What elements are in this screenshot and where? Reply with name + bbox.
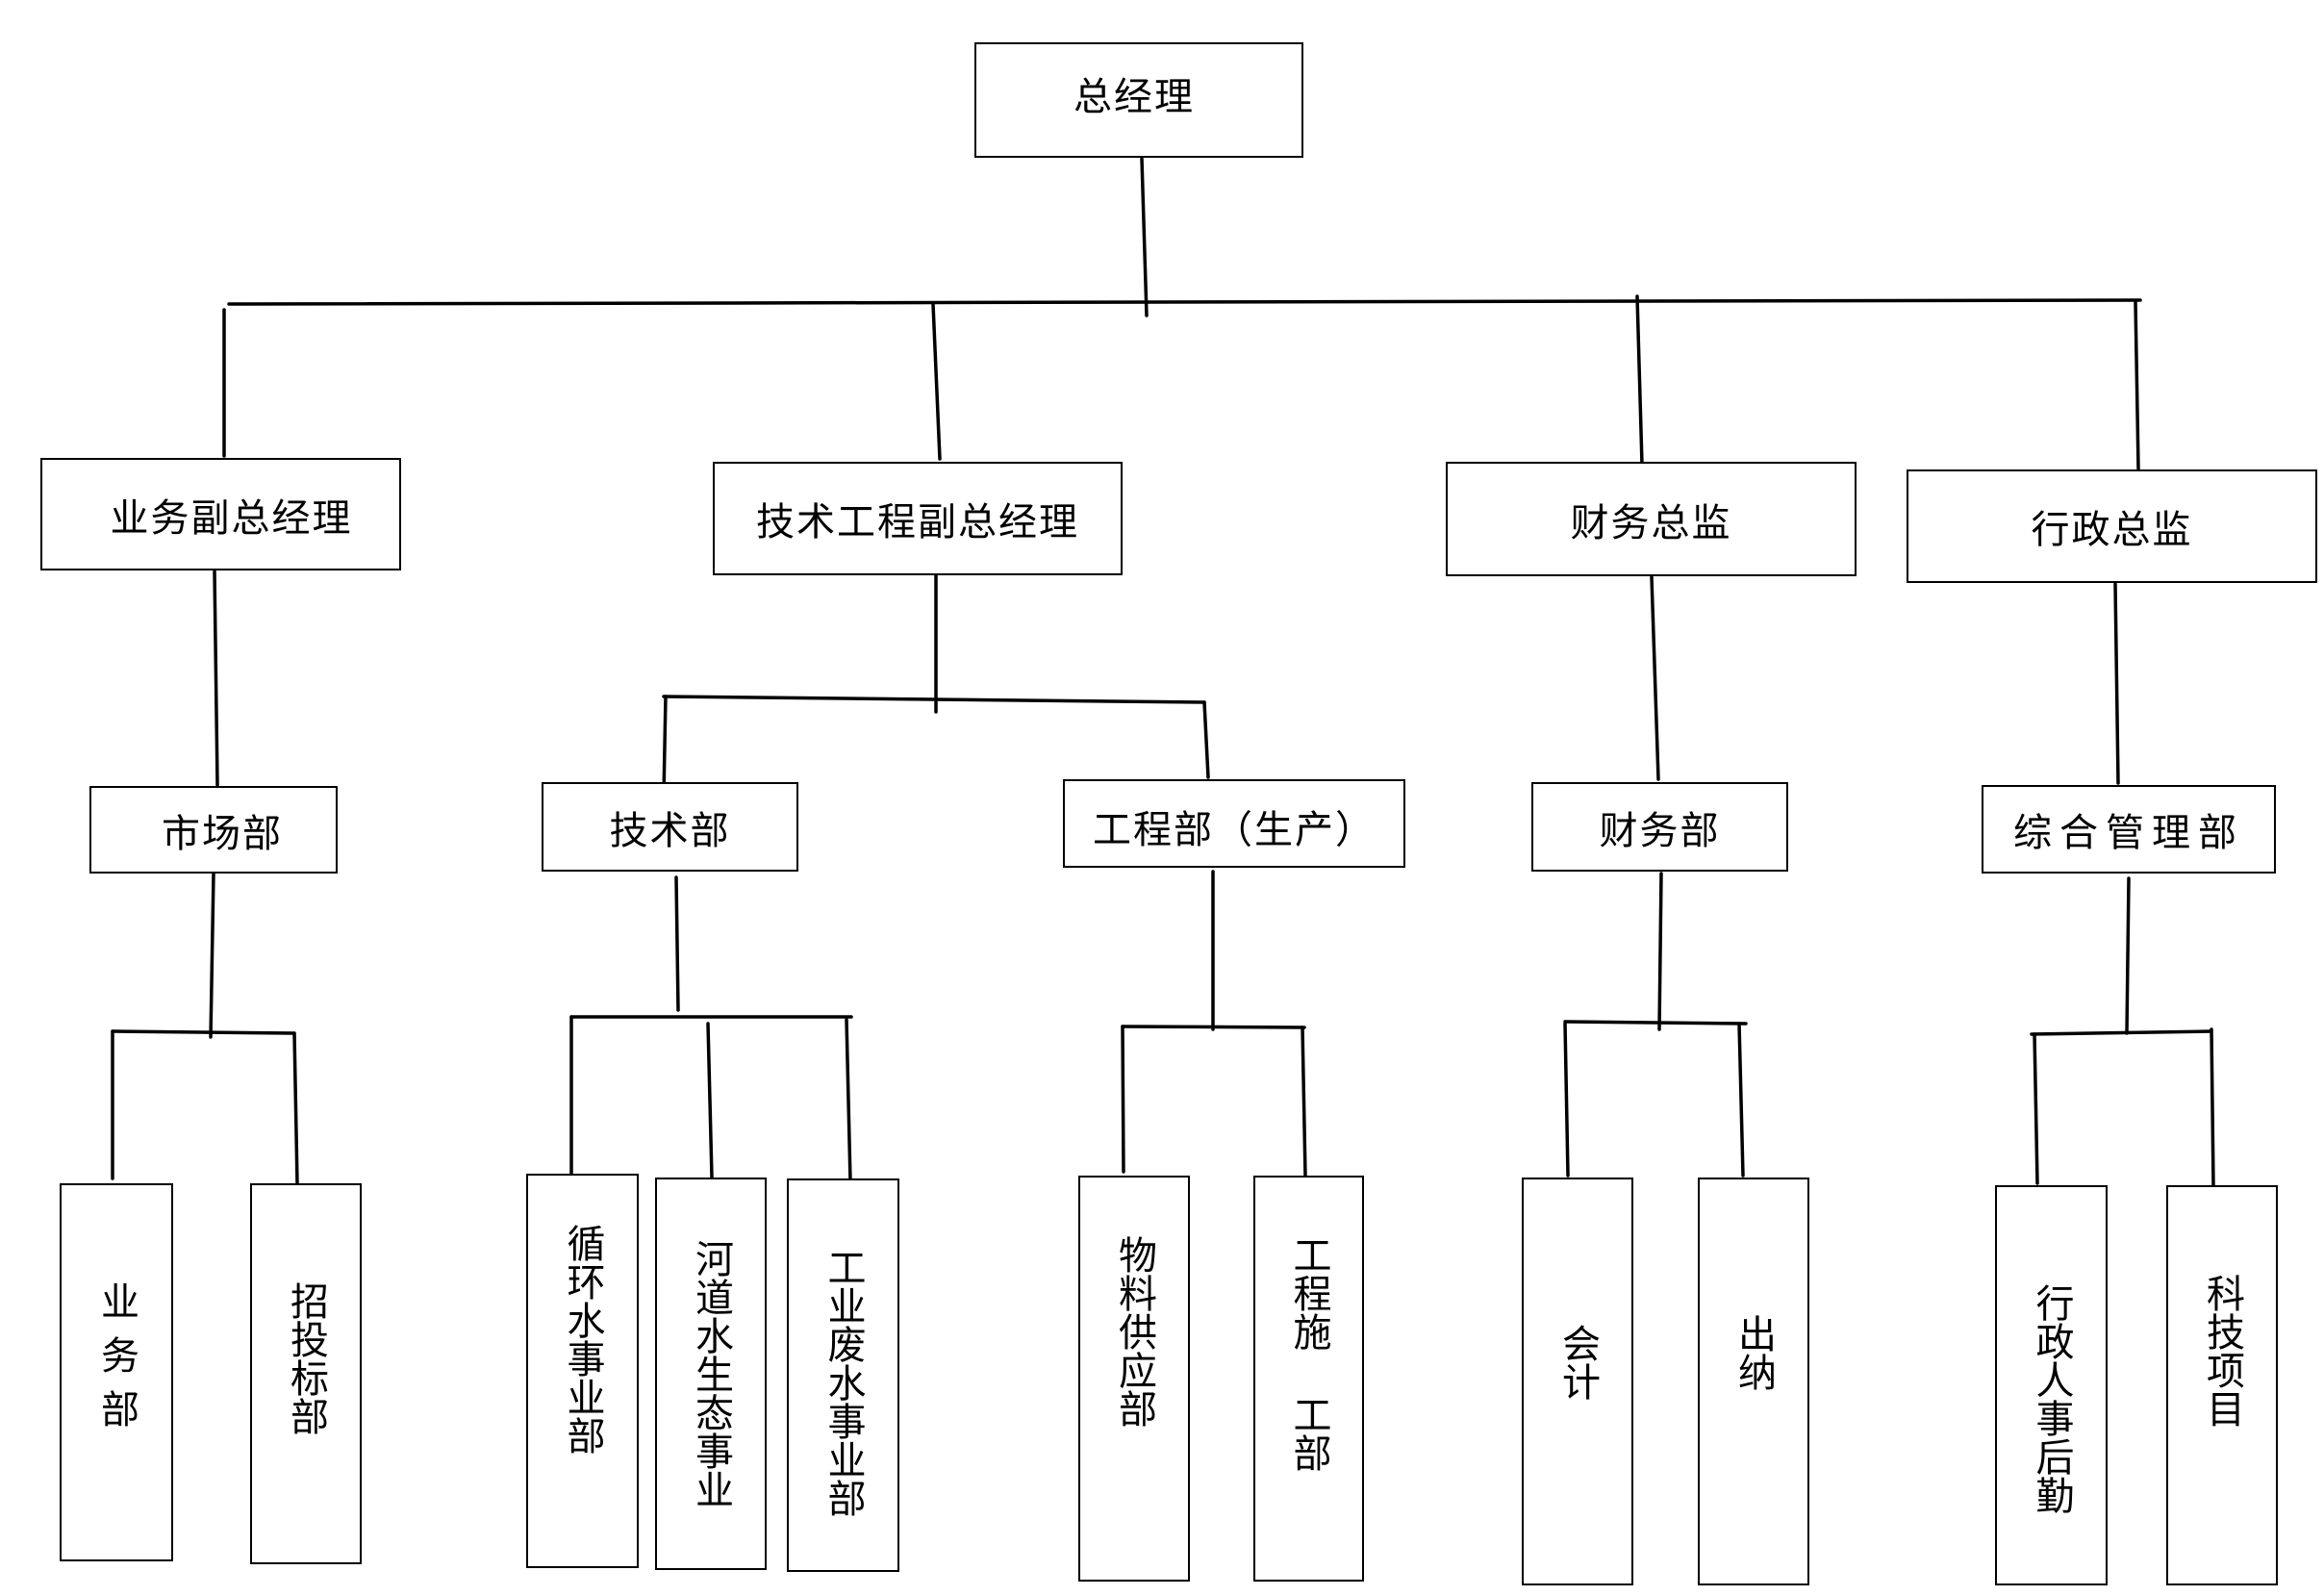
- box-hr-logistics-unit: 行政人事后勤: [1995, 1185, 2108, 1585]
- box-cashier-unit: 出纳: [1698, 1178, 1809, 1585]
- label-circulating-water-unit: 循环水事业部: [560, 1224, 605, 1455]
- box-tech-dept: 技术部: [542, 782, 798, 872]
- label-river-ecology-unit: 河道水生态事业: [689, 1239, 733, 1508]
- label-engineering-dept: 工程部（生产）: [1093, 808, 1376, 852]
- box-business-unit: 业务部: [60, 1183, 173, 1561]
- connector-market-bus: [111, 1029, 296, 1035]
- box-construction-unit: 工程施 工部: [1253, 1176, 1364, 1582]
- connector-bus-admin: [2134, 300, 2140, 470]
- connector-general-mgmt-bus-hr: [2033, 1032, 2039, 1185]
- label-market-dept: 市场部: [162, 811, 283, 856]
- label-sci-tech-unit: 科技项目: [2200, 1274, 2244, 1428]
- connector-admin-dept-link: [2113, 582, 2120, 785]
- label-finance-dept: 财务部: [1599, 808, 1721, 853]
- connector-general-mgmt-bus-scitech: [2210, 1027, 2215, 1187]
- connector-general-mgmt-down: [2125, 876, 2131, 1035]
- label-accounting-unit: 会计: [1555, 1324, 1600, 1401]
- connector-top-bus: [227, 298, 2142, 306]
- connector-tech-vp-bus: [662, 695, 1206, 704]
- connector-tech-down: [674, 875, 680, 1012]
- label-admin-director: 行政总监: [2031, 508, 2193, 552]
- box-business-vp: 业务副总经理: [40, 458, 401, 570]
- connector-engineering-bus-construction: [1301, 1026, 1307, 1178]
- box-engineering-dept: 工程部（生产）: [1063, 779, 1405, 868]
- connector-engineering-bus: [1121, 1025, 1306, 1029]
- box-circulating-water-unit: 循环水事业部: [526, 1174, 639, 1568]
- connector-bus-tech-vp: [931, 302, 942, 461]
- box-finance-director: 财务总监: [1446, 462, 1857, 576]
- label-general-mgmt-dept: 综合管理部: [2013, 811, 2244, 855]
- box-market-dept: 市场部: [89, 786, 338, 874]
- connector-tech-vp-bus-tech: [662, 695, 668, 798]
- box-river-ecology-unit: 河道水生态事业: [655, 1178, 767, 1570]
- connector-tech-bus-industrial: [845, 1018, 852, 1183]
- label-finance-director: 财务总监: [1570, 500, 1732, 545]
- box-general-manager: 总经理: [974, 42, 1303, 158]
- connector-market-down: [209, 872, 215, 1039]
- label-hr-logistics-unit: 行政人事后勤: [2029, 1283, 2074, 1514]
- connector-market-bus-bidding: [292, 1031, 299, 1185]
- box-finance-dept: 财务部: [1531, 782, 1788, 872]
- box-bidding-unit: 招投标部: [250, 1183, 362, 1564]
- label-business-unit: 业务部: [94, 1281, 139, 1443]
- box-tech-vp: 技术工程副总经理: [713, 462, 1123, 575]
- label-cashier-unit: 出纳: [1731, 1314, 1776, 1391]
- box-material-supply-unit: 物料供应部: [1078, 1176, 1190, 1582]
- connector-tech-bus-river: [706, 1022, 714, 1179]
- box-accounting-unit: 会计: [1522, 1178, 1633, 1585]
- box-admin-director: 行政总监: [1907, 469, 2317, 583]
- connector-finance-bus: [1563, 1020, 1748, 1026]
- connector-bus-finance: [1635, 294, 1644, 467]
- label-construction-unit: 工程施 工部: [1286, 1235, 1331, 1472]
- label-bidding-unit: 招投标部: [284, 1281, 328, 1435]
- connector-finance-dept-link: [1650, 575, 1660, 781]
- connector-tech-vp-bus-engineering: [1202, 700, 1210, 779]
- box-sci-tech-unit: 科技项目: [2166, 1185, 2278, 1585]
- connector-general-mgmt-bus: [2030, 1029, 2213, 1036]
- box-general-mgmt-dept: 综合管理部: [1982, 785, 2276, 874]
- label-general-manager: 总经理: [1074, 75, 1195, 119]
- label-industrial-wastewater-unit: 工业废水事业部: [821, 1248, 866, 1517]
- connector-root-down: [1140, 157, 1149, 317]
- connector-engineering-bus-material: [1121, 1025, 1125, 1174]
- label-tech-vp: 技术工程副总经理: [756, 500, 1079, 545]
- connector-finance-down: [1657, 872, 1663, 1031]
- connector-finance-bus-cashier: [1737, 1022, 1745, 1178]
- label-tech-dept: 技术部: [609, 808, 731, 853]
- label-business-vp: 业务副总经理: [110, 495, 353, 541]
- connector-finance-bus-accounting: [1563, 1022, 1570, 1178]
- box-industrial-wastewater-unit: 工业废水事业部: [787, 1178, 899, 1572]
- label-material-supply-unit: 物料供应部: [1112, 1235, 1156, 1428]
- connector-business-vp-market: [213, 570, 219, 787]
